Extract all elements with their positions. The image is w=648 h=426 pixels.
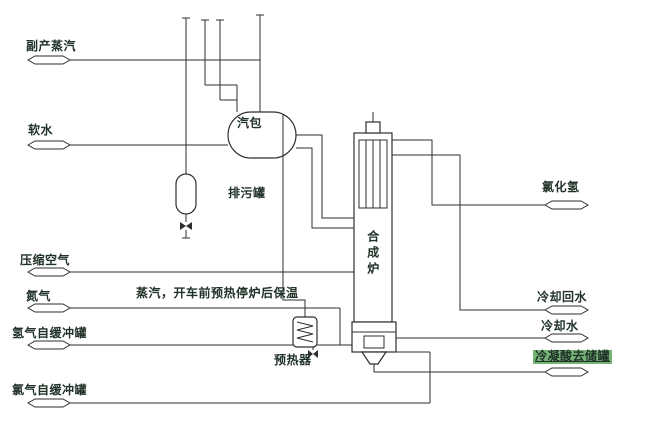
annotation-steam-note: 蒸汽，开车前预热停炉后保温 — [136, 286, 299, 300]
steam-drum-vessel — [227, 111, 297, 159]
furnace-outlet-funnel — [360, 351, 388, 365]
flag-soft-water — [26, 140, 72, 150]
stream-label-chlorine: 氯气自缓冲罐 — [12, 383, 88, 397]
furnace-bottom-chamber — [351, 321, 397, 365]
stream-label-nitrogen: 氮气 — [26, 289, 52, 303]
stream-label-cooling-return: 冷却回水 — [537, 290, 588, 304]
stream-label-hydrogen: 氢气自缓冲罐 — [12, 326, 88, 340]
blowdown-valve-icon — [180, 222, 192, 230]
pipe-hcl — [392, 139, 545, 206]
equipment-label-blowdown-tank: 排污罐 — [228, 186, 266, 200]
pipe-condensed-acid — [373, 364, 545, 373]
synthesis-furnace-vessel — [353, 112, 393, 323]
flag-compressed-air — [26, 267, 72, 277]
flag-hydrogen — [26, 340, 72, 350]
pipe-chlorine — [70, 351, 431, 404]
flag-hcl — [543, 200, 590, 210]
stream-label-hcl: 氯化氢 — [542, 180, 580, 194]
equipment-label-synthesis-furnace: 合成炉 — [365, 230, 380, 278]
stream-label-condensed-acid[interactable]: 冷凝酸去储罐 — [533, 349, 613, 364]
flag-nitrogen — [26, 303, 72, 313]
equipment-label-preheater: 预热器 — [274, 353, 312, 367]
flag-chlorine — [26, 398, 72, 408]
stream-label-byproduct-steam: 副产蒸汽 — [26, 39, 77, 53]
flag-condensed-acid — [543, 367, 590, 377]
stream-label-soft-water: 软水 — [28, 123, 54, 137]
pipe-lines — [70, 14, 545, 404]
pipe-nitrogen — [70, 307, 341, 345]
equipment-label-steam-drum: 汽包 — [237, 116, 263, 130]
flag-cooling-return — [543, 305, 590, 315]
flag-byproduct-steam — [26, 55, 72, 65]
preheater-vessel — [292, 316, 318, 358]
flag-cooling-water — [543, 333, 590, 343]
pipe-steam-to-preheater — [282, 158, 306, 317]
pipe-cooling-return — [392, 154, 545, 311]
stream-label-cooling-water: 冷却水 — [541, 319, 579, 333]
blowdown-tank-vessel — [175, 173, 197, 239]
preheater-valve-icon — [308, 350, 318, 358]
stream-label-compressed-air: 压缩空气 — [20, 253, 71, 267]
